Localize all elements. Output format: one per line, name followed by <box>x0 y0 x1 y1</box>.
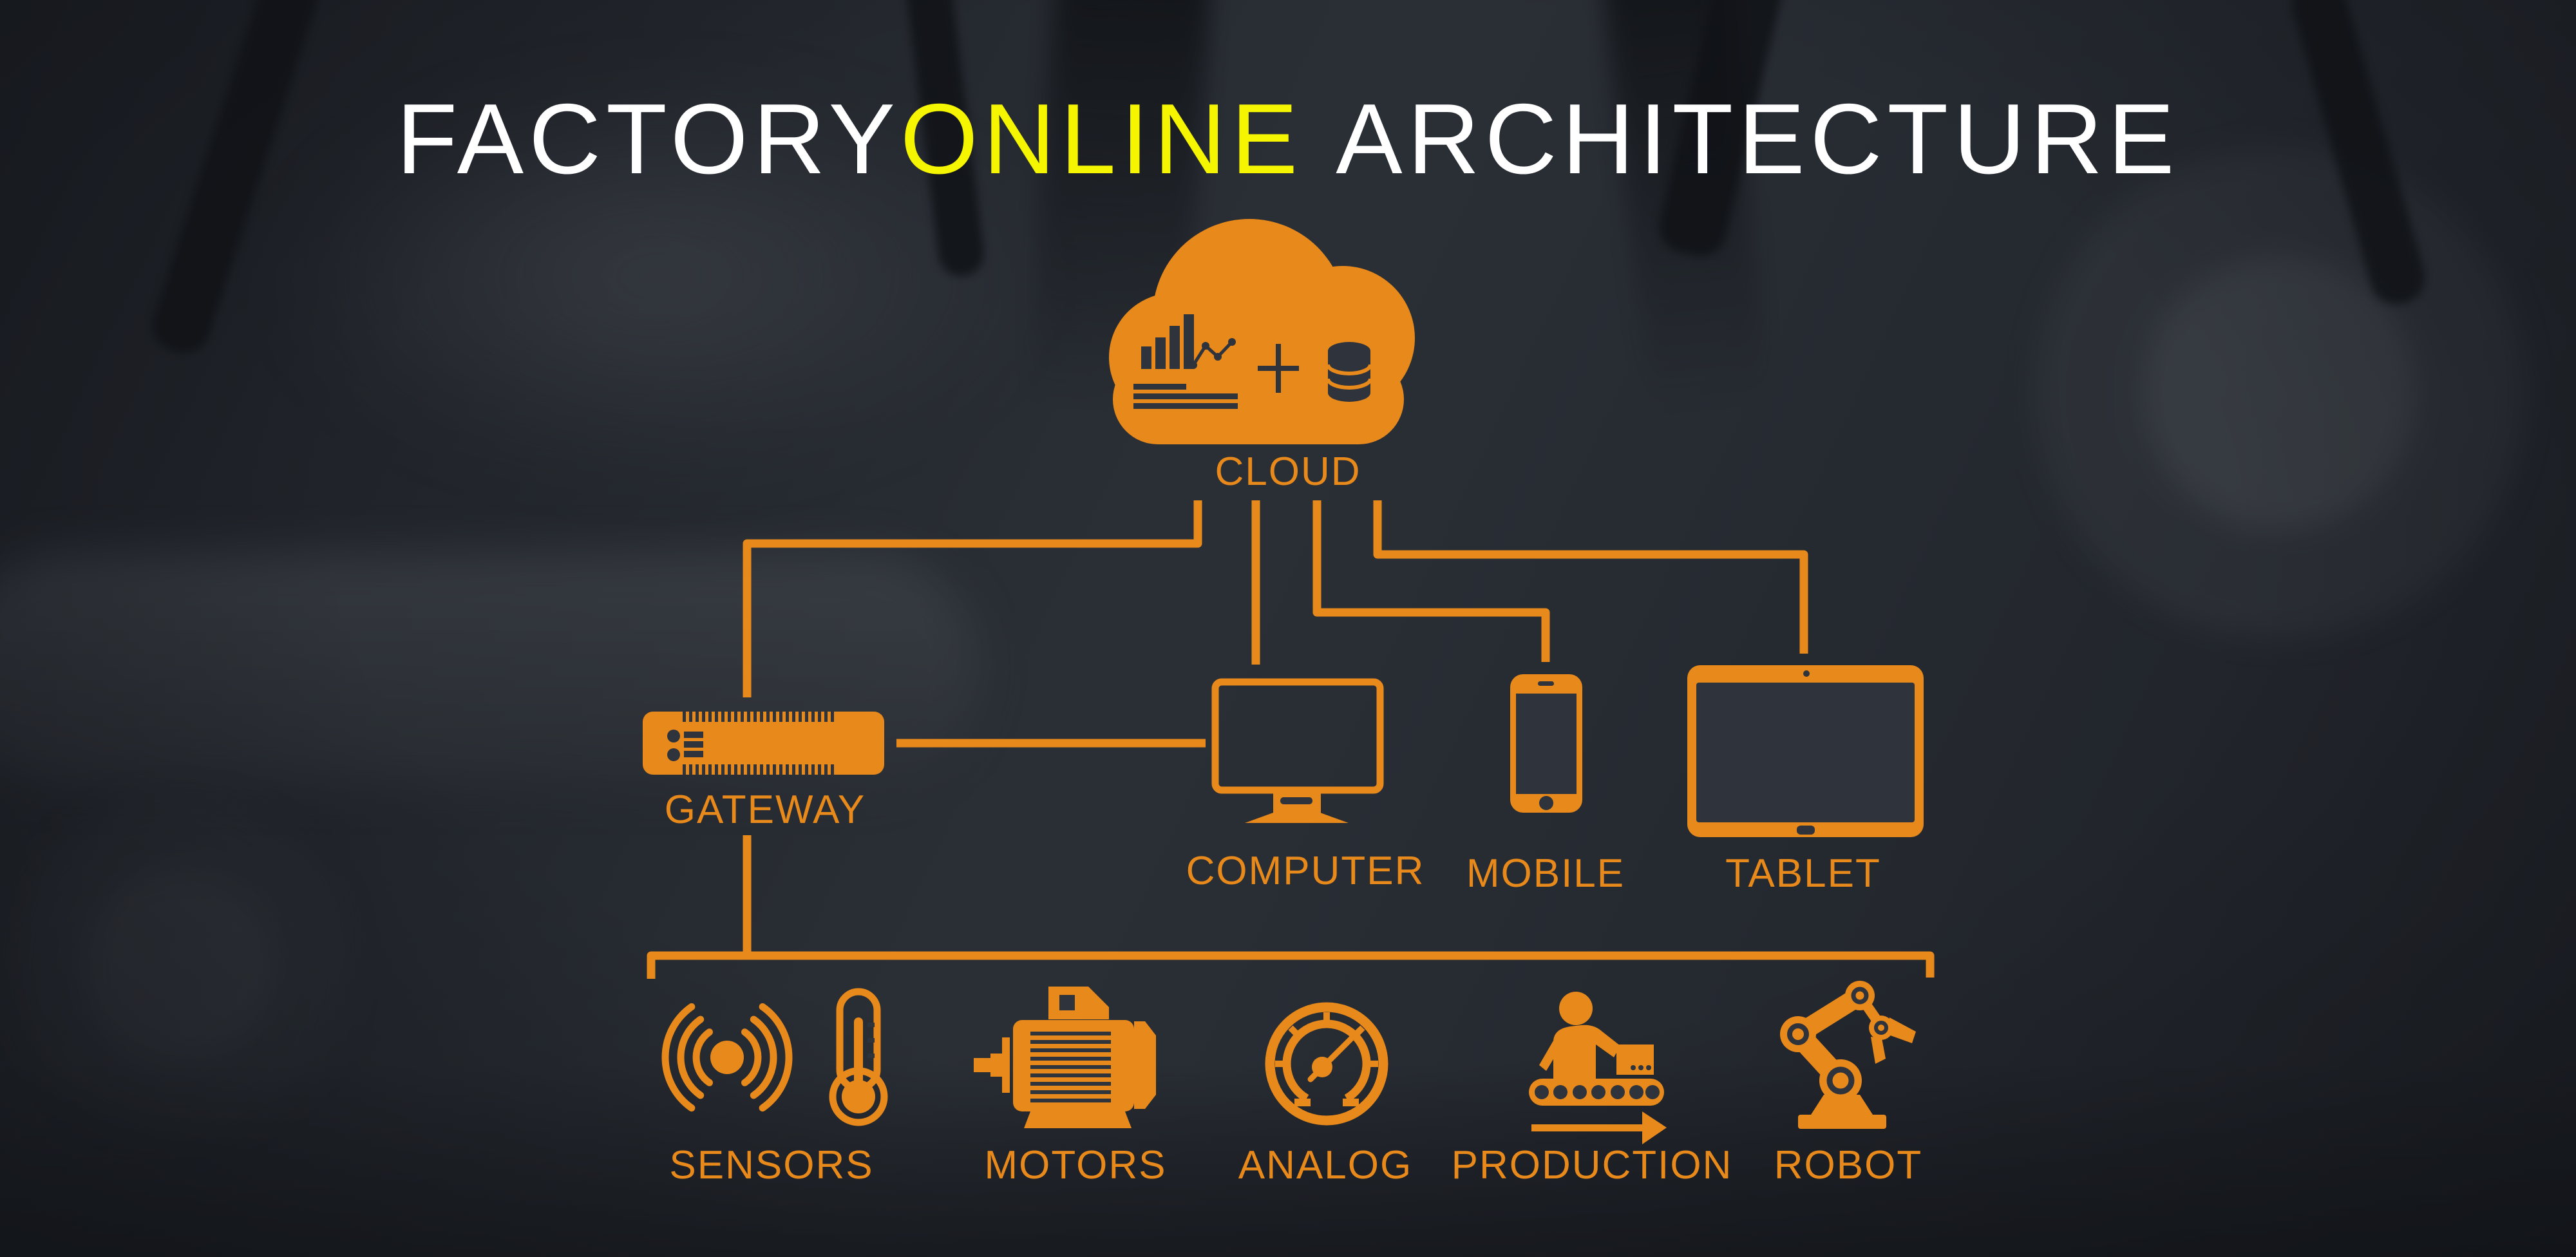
tablet-home-button <box>1797 826 1815 835</box>
signal-arcs <box>661 1003 793 1112</box>
title-architecture: ARCHITECTURE <box>1336 83 2180 194</box>
production-box-dots <box>1631 1065 1651 1070</box>
robot-wrist-joint <box>1845 981 1875 1010</box>
robot-base-plate <box>1798 1115 1886 1129</box>
title-online: ONLINE <box>900 83 1303 194</box>
connector-lines <box>647 500 1935 979</box>
gauge-face-arc <box>1282 1019 1371 1102</box>
robot-shoulder-joint <box>1819 1059 1862 1102</box>
robot-gripper-ring <box>1874 1021 1888 1035</box>
worker-body <box>1553 1025 1620 1079</box>
computer-monitor-icon <box>1211 678 1384 823</box>
tablet-icon <box>1687 665 1924 837</box>
tablet-label: TABLET <box>1725 851 1881 896</box>
title-factory: FACTORY <box>396 83 900 194</box>
sensors-label: SENSORS <box>669 1143 873 1187</box>
gauge-outer-ring <box>1265 1002 1388 1126</box>
robot-label: ROBOT <box>1774 1143 1922 1187</box>
gateway-board <box>643 712 884 775</box>
conveyor-rollers <box>1535 1085 1660 1099</box>
robot-claw-prong <box>1871 1037 1886 1064</box>
phone-screen <box>1516 694 1577 794</box>
motor-end-cap <box>1134 1021 1156 1109</box>
robot-shoulder-ring <box>1826 1066 1855 1095</box>
motor-base <box>1024 1111 1132 1128</box>
robot-elbow-ring <box>1787 1023 1809 1045</box>
motor-icon <box>974 987 1156 1128</box>
connector-cloud-tablet <box>1373 500 1808 654</box>
thermometer-bulb-fill <box>842 1080 875 1113</box>
line-chart-icon <box>1189 338 1236 369</box>
tablet-screen <box>1696 683 1915 822</box>
database-icon <box>1326 342 1372 402</box>
connector-cloud-mobile <box>1312 500 1550 662</box>
thermometer-icon <box>829 988 888 1126</box>
robot-elbow-joint <box>1780 1016 1816 1052</box>
robot-base-cone <box>1811 1095 1873 1115</box>
worker-arm <box>1539 1041 1556 1071</box>
flow-arrow-shaft <box>1531 1124 1642 1131</box>
monitor-neck-slot <box>1280 797 1312 804</box>
robot-wrist-ring <box>1851 987 1869 1005</box>
motor-junction-hole <box>1059 995 1075 1010</box>
analog-label: ANALOG <box>1238 1143 1412 1187</box>
plus-icon <box>1258 344 1299 393</box>
robot-gripper-joint <box>1869 1016 1893 1040</box>
gateway-pins-bottom <box>681 764 836 775</box>
robot-arm-icon <box>1780 981 1916 1129</box>
thermometer-ticks <box>867 1023 875 1058</box>
motor-shaft <box>974 1058 1002 1072</box>
gateway-board-icon <box>643 712 884 775</box>
thermometer-mercury <box>854 1017 863 1090</box>
production-label: PRODUCTION <box>1452 1143 1733 1187</box>
gauge-icon <box>1265 1002 1388 1126</box>
gauge-hub <box>1312 1057 1332 1077</box>
wireless-signal-icon <box>661 1003 793 1112</box>
motors-label: MOTORS <box>985 1143 1167 1187</box>
bar-chart-icon <box>1133 314 1238 409</box>
signal-dot <box>710 1041 744 1074</box>
motor-flange <box>1002 1037 1010 1093</box>
motor-junction-box <box>1048 987 1109 1019</box>
robot-claw-prong <box>1887 1017 1916 1043</box>
phone-speaker <box>1538 681 1554 686</box>
worker-head <box>1559 992 1593 1025</box>
flow-arrow-head <box>1642 1111 1667 1144</box>
production-box <box>1616 1044 1654 1075</box>
motor-vents <box>1030 1032 1111 1102</box>
worker-conveyor-icon <box>1529 992 1667 1144</box>
phone-home-button <box>1539 796 1553 810</box>
connector-cloud-gateway <box>743 500 1202 697</box>
monitor-base <box>1245 813 1349 823</box>
cloud-icon <box>1109 219 1415 444</box>
gateway-label: GATEWAY <box>665 788 866 832</box>
gateway-components <box>667 730 703 761</box>
computer-label: COMPUTER <box>1186 849 1425 893</box>
tablet-camera <box>1803 670 1810 677</box>
monitor-frame <box>1211 678 1384 794</box>
gateway-pins-top <box>681 712 836 722</box>
cloud-label: CLOUD <box>1215 449 1361 494</box>
mobile-phone-icon <box>1510 674 1582 813</box>
mobile-label: MOBILE <box>1466 851 1625 896</box>
connector-fieldbus <box>647 951 1935 979</box>
